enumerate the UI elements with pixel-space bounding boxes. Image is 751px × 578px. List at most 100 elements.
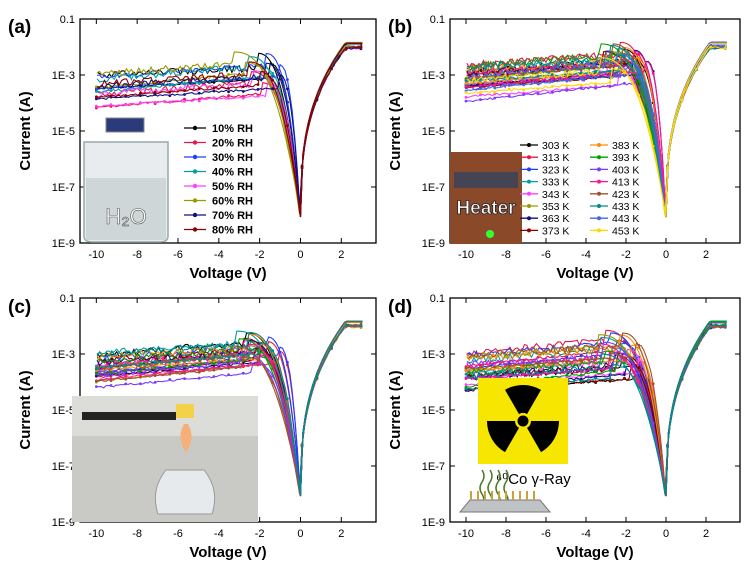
data-point bbox=[479, 81, 482, 85]
data-point bbox=[623, 74, 626, 78]
data-point bbox=[212, 96, 216, 100]
data-point bbox=[464, 90, 468, 94]
data-point bbox=[536, 373, 540, 377]
data-point bbox=[183, 99, 186, 103]
legend-entry: 303 K bbox=[542, 140, 569, 152]
panel-label: (a) bbox=[8, 17, 31, 38]
data-point bbox=[94, 85, 98, 89]
heater-icon bbox=[450, 152, 522, 244]
data-point bbox=[522, 88, 525, 92]
data-point bbox=[94, 106, 98, 110]
data-point bbox=[109, 384, 113, 387]
data-point bbox=[579, 76, 583, 80]
data-point bbox=[212, 360, 216, 364]
legend-entry: 393 K bbox=[612, 152, 639, 164]
data-point bbox=[551, 69, 554, 72]
data-point bbox=[359, 46, 363, 49]
data-point bbox=[183, 369, 186, 373]
data-point bbox=[183, 371, 186, 375]
data-point bbox=[551, 85, 554, 88]
data-point bbox=[212, 89, 216, 93]
data-point bbox=[153, 374, 157, 377]
x-tick-label: 2 bbox=[338, 528, 344, 540]
legend-entry: 30% RH bbox=[212, 152, 253, 164]
x-tick-label: -6 bbox=[541, 528, 551, 540]
data-point bbox=[271, 359, 275, 363]
data-point bbox=[579, 373, 583, 377]
data-point bbox=[124, 382, 128, 386]
data-point bbox=[286, 360, 289, 364]
data-point bbox=[109, 103, 113, 107]
data-point bbox=[212, 375, 216, 378]
data-point bbox=[709, 324, 713, 328]
data-point bbox=[227, 96, 231, 100]
y-tick-label: 1E-5 bbox=[52, 405, 75, 417]
data-point bbox=[536, 87, 540, 91]
data-point bbox=[594, 70, 597, 74]
nanowire bbox=[505, 491, 507, 500]
data-point bbox=[579, 359, 583, 363]
data-point bbox=[507, 373, 511, 377]
legend-entry: 313 K bbox=[542, 152, 569, 164]
data-point bbox=[623, 62, 626, 66]
nanowire bbox=[470, 491, 472, 500]
x-tick-label: -10 bbox=[88, 528, 104, 540]
data-point bbox=[493, 365, 497, 369]
data-point bbox=[94, 379, 98, 383]
plot-area bbox=[94, 41, 363, 218]
x-tick-label: -2 bbox=[255, 249, 265, 261]
data-point bbox=[344, 47, 348, 50]
data-point bbox=[464, 79, 468, 83]
data-point bbox=[579, 379, 583, 383]
data-point bbox=[139, 91, 142, 95]
data-point bbox=[608, 81, 612, 84]
data-point bbox=[153, 100, 157, 104]
data-point bbox=[286, 78, 289, 82]
data-point bbox=[565, 79, 569, 83]
y-tick-label: 1E-3 bbox=[52, 349, 75, 361]
data-point bbox=[723, 46, 727, 50]
data-point bbox=[197, 91, 201, 95]
data-point bbox=[168, 378, 172, 381]
legend-entry: 70% RH bbox=[212, 210, 253, 222]
legend-marker bbox=[192, 154, 198, 160]
data-point bbox=[479, 90, 482, 94]
x-tick-label: -4 bbox=[214, 528, 224, 540]
data-point bbox=[197, 99, 201, 103]
y-tick-label: 0.1 bbox=[430, 293, 445, 305]
legend-entry: 383 K bbox=[612, 140, 639, 152]
data-point bbox=[637, 57, 641, 60]
data-point bbox=[212, 368, 216, 372]
data-point bbox=[551, 361, 554, 365]
y-tick-label: 1E-9 bbox=[422, 238, 445, 250]
data-point bbox=[271, 71, 275, 75]
legend-marker bbox=[527, 228, 531, 233]
x-axis-label: Voltage (V) bbox=[189, 265, 266, 282]
indicator-light-icon bbox=[486, 230, 494, 238]
data-point bbox=[637, 359, 641, 363]
data-point bbox=[94, 367, 98, 371]
data-point bbox=[651, 72, 655, 75]
data-point bbox=[286, 124, 289, 128]
data-point bbox=[579, 86, 583, 90]
data-point bbox=[594, 370, 597, 374]
alcohol-lamp-icon bbox=[154, 469, 216, 515]
data-point bbox=[139, 382, 142, 386]
data-point bbox=[139, 94, 142, 98]
plot-area bbox=[464, 41, 727, 218]
data-point bbox=[109, 379, 113, 383]
data-point bbox=[227, 73, 231, 76]
legend-entry: 60% RH bbox=[212, 196, 253, 208]
data-point bbox=[507, 93, 511, 96]
legend-entry: 40% RH bbox=[212, 167, 253, 179]
data-point bbox=[623, 347, 626, 351]
legend-marker bbox=[597, 143, 601, 147]
x-tick-label: -10 bbox=[458, 528, 474, 540]
data-point bbox=[94, 95, 98, 99]
x-axis-label: Voltage (V) bbox=[556, 265, 633, 282]
data-point bbox=[565, 84, 569, 88]
y-tick-label: 1E-7 bbox=[52, 461, 75, 473]
